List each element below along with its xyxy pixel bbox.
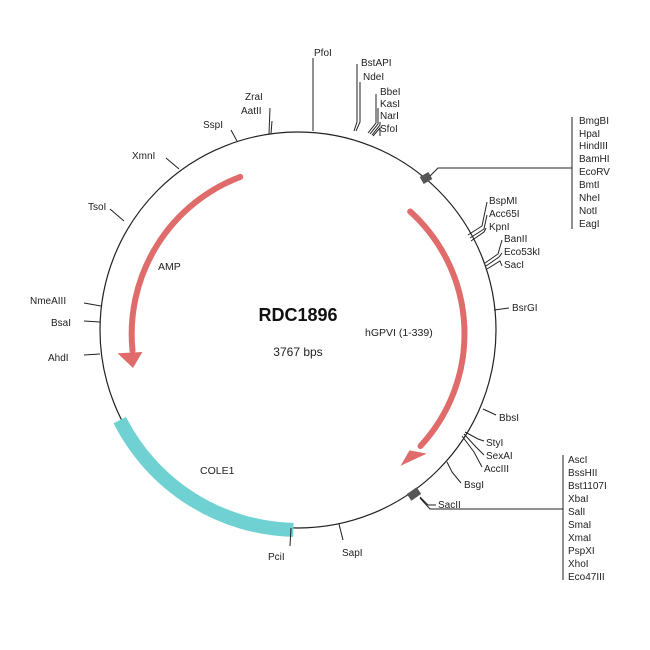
site-group-pcii: PciI [268, 527, 292, 563]
site-label-bbsi: BbsI [499, 413, 519, 424]
site-label-pcii: PciI [268, 552, 285, 563]
site-group-bsai: BsaI [51, 318, 101, 329]
site-label-bmti: BmtI [579, 180, 600, 191]
site-group-bsgi: BsgI [446, 461, 484, 491]
site-group-bbsi: BbsI [482, 408, 519, 424]
site-label-bamhi: BamHI [579, 154, 610, 165]
site-label-bmgbi: BmgBI [579, 116, 609, 127]
site-label-ahdi: AhdI [48, 353, 69, 364]
hgpvi-arrow-head [400, 450, 427, 466]
amp-arrow-body [128, 173, 244, 354]
site-label-nari: NarI [380, 111, 399, 122]
site-group-bsrgi: BsrGI [493, 303, 538, 314]
site-label-xmai: XmaI [568, 533, 591, 544]
site-group-xmni: XmnI [132, 151, 180, 170]
amp-arrow-head [117, 352, 143, 368]
site-label-xmni: XmnI [132, 151, 155, 162]
site-label-hindiii: HindIII [579, 141, 608, 152]
site-label-acc65i: Acc65I [489, 209, 520, 220]
site-label-pfoi: PfoI [314, 48, 332, 59]
site-label-ecorv: EcoRV [579, 167, 610, 178]
site-label-besshii: BssHII [568, 468, 597, 479]
site-label-bsrgi: BsrGI [512, 303, 538, 314]
site-label-asci: AscI [568, 455, 587, 466]
site-label-sexai: SexAI [486, 451, 513, 462]
site-label-xhoi: XhoI [568, 559, 589, 570]
site-label-kpni: KpnI [489, 222, 510, 233]
site-label-sali: SalI [568, 507, 585, 518]
site-label-tsoi: TsoI [88, 202, 106, 213]
site-group-aatii-zrai: ZraI AatII [241, 92, 273, 135]
site-label-xbai: XbaI [568, 494, 589, 505]
site-label-sacii: SacII [438, 500, 461, 511]
site-label-saci: SacI [504, 260, 524, 271]
cole1-origin-band [113, 416, 294, 537]
site-group-ahdi: AhdI [48, 353, 101, 364]
site-group-sapi: SapI [338, 523, 363, 559]
feature-label-hgpvi: hGPVI (1-339) [365, 327, 433, 339]
site-label-sspi: SspI [203, 120, 223, 131]
site-label-zrai: ZraI [245, 92, 263, 103]
site-group-mcs1: BmgBI HpaI HindIII BamHI EcoRV BmtI NheI… [419, 116, 610, 230]
site-group-mcs2: SacII AscI BssHII Bst1107I XbaI SalI Sma… [406, 455, 607, 583]
site-label-eagi: EagI [579, 219, 600, 230]
site-label-bspmi: BspMI [489, 196, 517, 207]
site-group-nmeaiii: NmeAIII [30, 296, 102, 307]
site-label-sapi: SapI [342, 548, 363, 559]
site-group-top: PfoI BstAPI NdeI BbeI KasI NarI SfoI [312, 48, 401, 137]
site-label-bsgi: BsgI [464, 480, 484, 491]
site-label-smai: SmaI [568, 520, 591, 531]
site-label-kasi: KasI [380, 99, 400, 110]
site-label-noti: NotI [579, 206, 597, 217]
site-label-hpai: HpaI [579, 129, 600, 140]
site-label-bbei: BbeI [380, 87, 401, 98]
site-label-aatii: AatII [241, 106, 262, 117]
site-label-bsai: BsaI [51, 318, 71, 329]
site-label-ndei: NdeI [363, 72, 384, 83]
site-label-bst1107i: Bst1107I [568, 481, 607, 492]
plasmid-backbone [99, 131, 497, 529]
site-label-nhei: NheI [579, 193, 600, 204]
site-label-eco47iii: Eco47III [568, 572, 605, 583]
site-label-pspxi: PspXI [568, 546, 595, 557]
mcs2-marker [406, 487, 422, 501]
site-label-styi: StyI [486, 438, 503, 449]
site-label-banii: BanII [504, 234, 527, 245]
site-label-eco53ki: Eco53kI [504, 247, 540, 258]
feature-label-amp: AMP [158, 261, 181, 273]
site-label-sfoi: SfoI [380, 124, 398, 135]
hgpvi-arrow-body [407, 208, 468, 449]
site-label-acciii: AccIII [484, 464, 509, 475]
mcs1-marker [419, 172, 433, 184]
plasmid-size: 3767 bps [273, 345, 322, 359]
site-group-styi: StyI SexAI AccIII [461, 431, 513, 475]
site-group-right-a: BspMI Acc65I KpnI [467, 196, 520, 242]
plasmid-name: RDC1896 [258, 305, 337, 325]
site-group-right-b: BanII Eco53kI SacI [484, 234, 540, 271]
feature-label-cole1: COLE1 [200, 465, 235, 477]
site-group-sspi: SspI [203, 120, 238, 142]
site-label-bstapi: BstAPI [361, 58, 392, 69]
site-label-nmeaiii: NmeAIII [30, 296, 66, 307]
site-group-tsoi: TsoI [88, 202, 125, 222]
